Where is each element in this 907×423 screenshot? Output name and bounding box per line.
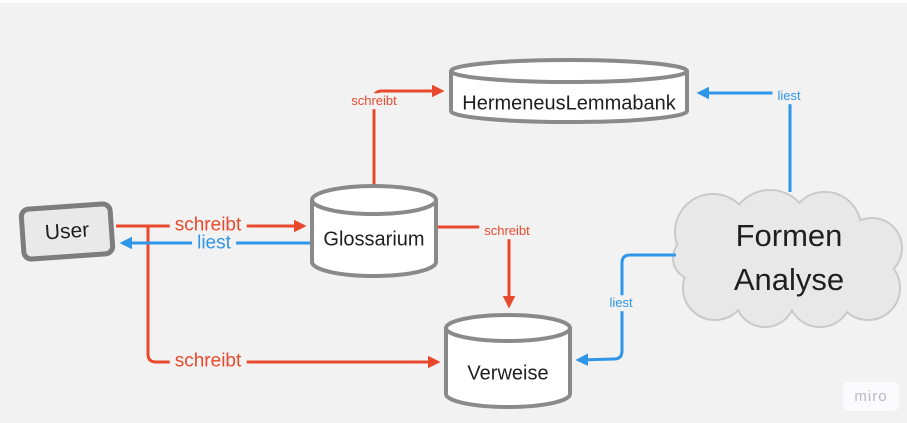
database-cylinder-hermeneuslemmabank[interactable] [449,58,689,124]
edge-label-glossarium-liest-user[interactable]: liest [192,232,236,256]
verweise-node-label: Verweise [467,362,549,385]
edge-label-user-schreibt-verweise[interactable]: schreibt [169,350,247,374]
cloud-shape-formen-analyse[interactable] [672,189,903,328]
database-cylinder-verweise[interactable] [444,313,572,409]
hermeneuslemmabank-node-label: HermeneusLemmabank [462,92,676,115]
edge-formenanalyse-liest-hermeneuslemmabank[interactable] [696,86,792,192]
edge-label-formenanalyse-liest-verweise[interactable]: liest [604,295,638,311]
database-cylinder-glossarium[interactable] [310,184,438,278]
node-user[interactable]: User [18,200,116,263]
formen-analyse-label-line1: Formen [735,218,843,253]
window-edge-strip [0,0,907,3]
glossarium-node-label: Glossarium [323,228,425,251]
edge-label-glossarium-schreibt-hermeneuslemmabank[interactable]: schreibt [346,93,402,109]
edge-user-schreibt-verweise[interactable] [146,226,441,369]
edge-label-glossarium-schreibt-verweise[interactable]: schreibt [479,223,535,239]
edge-glossarium-schreibt-verweise[interactable] [436,225,516,309]
edge-label-user-schreibt-glossarium[interactable]: schreibt [169,214,247,238]
formen-analyse-label-line2: Analyse [733,262,845,297]
user-node-label: User [44,217,90,245]
miro-watermark-badge[interactable]: miro [843,382,899,411]
formen-analyse-node-label: Formen Analyse [734,214,844,302]
miro-watermark-label: miro [854,388,888,405]
edge-label-formenanalyse-liest-hermeneuslemmabank[interactable]: liest [772,88,806,104]
